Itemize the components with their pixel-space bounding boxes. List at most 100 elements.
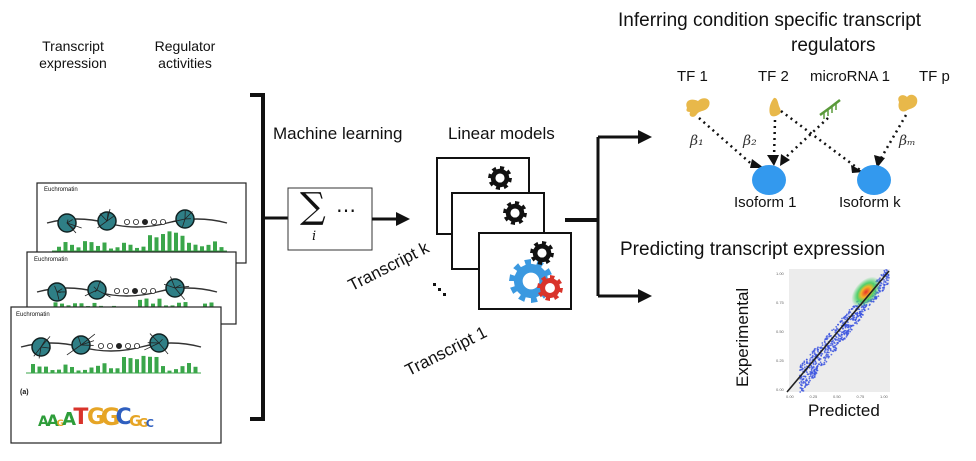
scatter-point <box>833 342 836 344</box>
isoform1-node <box>752 165 786 195</box>
dna-marker <box>114 287 121 294</box>
signal-track-bar <box>167 231 172 251</box>
dna-marker <box>149 287 156 294</box>
signal-track-bar <box>180 366 185 373</box>
scatter-point <box>886 276 889 279</box>
signal-track-bar <box>37 366 42 373</box>
signal-track-bar <box>102 242 107 251</box>
scatter-point <box>858 314 861 317</box>
scatter-point <box>839 321 842 324</box>
scatter-point <box>843 337 846 339</box>
scatter-point <box>852 305 855 308</box>
signal-track-bar <box>109 248 113 251</box>
scatter-point <box>801 368 804 370</box>
sum-box <box>287 187 373 251</box>
scatter-point <box>835 329 837 331</box>
histone-tail <box>106 211 109 222</box>
scatter-point <box>821 353 824 355</box>
scatter-xlabel: Predicted <box>808 401 880 420</box>
histone-tail <box>66 222 82 229</box>
dna-marker <box>131 287 138 294</box>
signal-track-bar <box>102 363 107 373</box>
signal-track-bar <box>83 241 87 251</box>
scatter-point <box>836 339 838 341</box>
signal-track-bar <box>128 358 133 373</box>
scatter-point <box>800 382 803 384</box>
scatter-point <box>804 366 806 369</box>
scatter-point <box>831 344 834 346</box>
left-bracket <box>250 93 265 421</box>
scatter-point <box>828 334 831 336</box>
histone-tail <box>38 346 42 359</box>
scatter-point <box>861 309 863 311</box>
scatter-point <box>885 281 887 284</box>
scatter-point <box>885 277 888 280</box>
dna-marker <box>140 287 147 294</box>
scatter-point <box>827 347 830 350</box>
scatter-point <box>863 308 866 311</box>
scatter-point <box>856 322 858 325</box>
scatter-point <box>804 375 807 378</box>
scatter-point <box>885 279 888 281</box>
scatter-point <box>846 324 849 327</box>
scatter-point <box>817 350 819 353</box>
scatter-point <box>812 377 815 379</box>
scatter-identity-line <box>786 270 890 393</box>
scatter-point <box>839 339 841 342</box>
regulator-activities-label: Regulator activities <box>154 38 216 71</box>
scatter-point <box>845 335 848 338</box>
scatter-point <box>844 324 847 327</box>
scatter-point <box>811 352 814 354</box>
scatter-point <box>830 349 832 352</box>
euchromatin-label-2: Euchromatin <box>34 257 68 263</box>
scatter-point <box>838 335 840 337</box>
scatter-point <box>813 376 816 378</box>
microrna-icon <box>819 99 841 119</box>
tf2-label: TF 2 <box>758 68 789 85</box>
scatter-point <box>845 334 848 336</box>
linear-models-label: Linear models <box>448 124 555 143</box>
signal-track-bar <box>89 242 94 251</box>
histone-tail <box>174 287 186 300</box>
histone-tail <box>174 285 190 289</box>
histone-tail <box>149 333 160 344</box>
scatter-point <box>831 329 833 332</box>
scatter-point <box>850 308 853 310</box>
sum-arrow-head <box>396 212 410 226</box>
dna-marker <box>123 287 130 294</box>
scatter-point <box>799 391 802 393</box>
betam-label: βₘ <box>899 133 916 149</box>
scatter-point <box>851 325 853 327</box>
signal-track-bar <box>63 364 68 373</box>
scatter-point <box>819 358 822 360</box>
motif-letter: A <box>46 411 60 430</box>
motif-letter: T <box>73 405 89 430</box>
scatter-point <box>821 342 824 344</box>
scatter-point <box>840 333 843 336</box>
dna-marker <box>159 218 166 225</box>
motif-letter: C <box>145 417 154 430</box>
signal-track-bar <box>70 244 74 251</box>
scatter-point <box>814 360 817 363</box>
scatter-y-tick: 0.00 <box>776 387 784 392</box>
signal-track-bar <box>141 246 146 251</box>
signal-track-bar <box>96 365 100 373</box>
scatter-plot <box>786 269 890 393</box>
scatter-point <box>831 350 834 352</box>
signal-track-bar <box>122 356 126 373</box>
scatter-point <box>823 363 826 366</box>
scatter-point <box>807 373 810 376</box>
scatter-point <box>837 337 840 340</box>
scatter-point <box>817 358 820 361</box>
signal-track-bar <box>174 369 178 373</box>
scatter-point <box>837 323 840 326</box>
scatter-point <box>809 379 811 382</box>
signal-track-bar <box>157 298 162 312</box>
scatter-point <box>883 281 885 283</box>
scatter-point <box>803 363 806 366</box>
scatter-point <box>834 349 837 351</box>
chromatin-strand <box>46 218 228 228</box>
scatter-x-tick: 1.00 <box>880 394 888 399</box>
scatter-point <box>819 346 821 349</box>
dna-marker <box>141 218 148 225</box>
